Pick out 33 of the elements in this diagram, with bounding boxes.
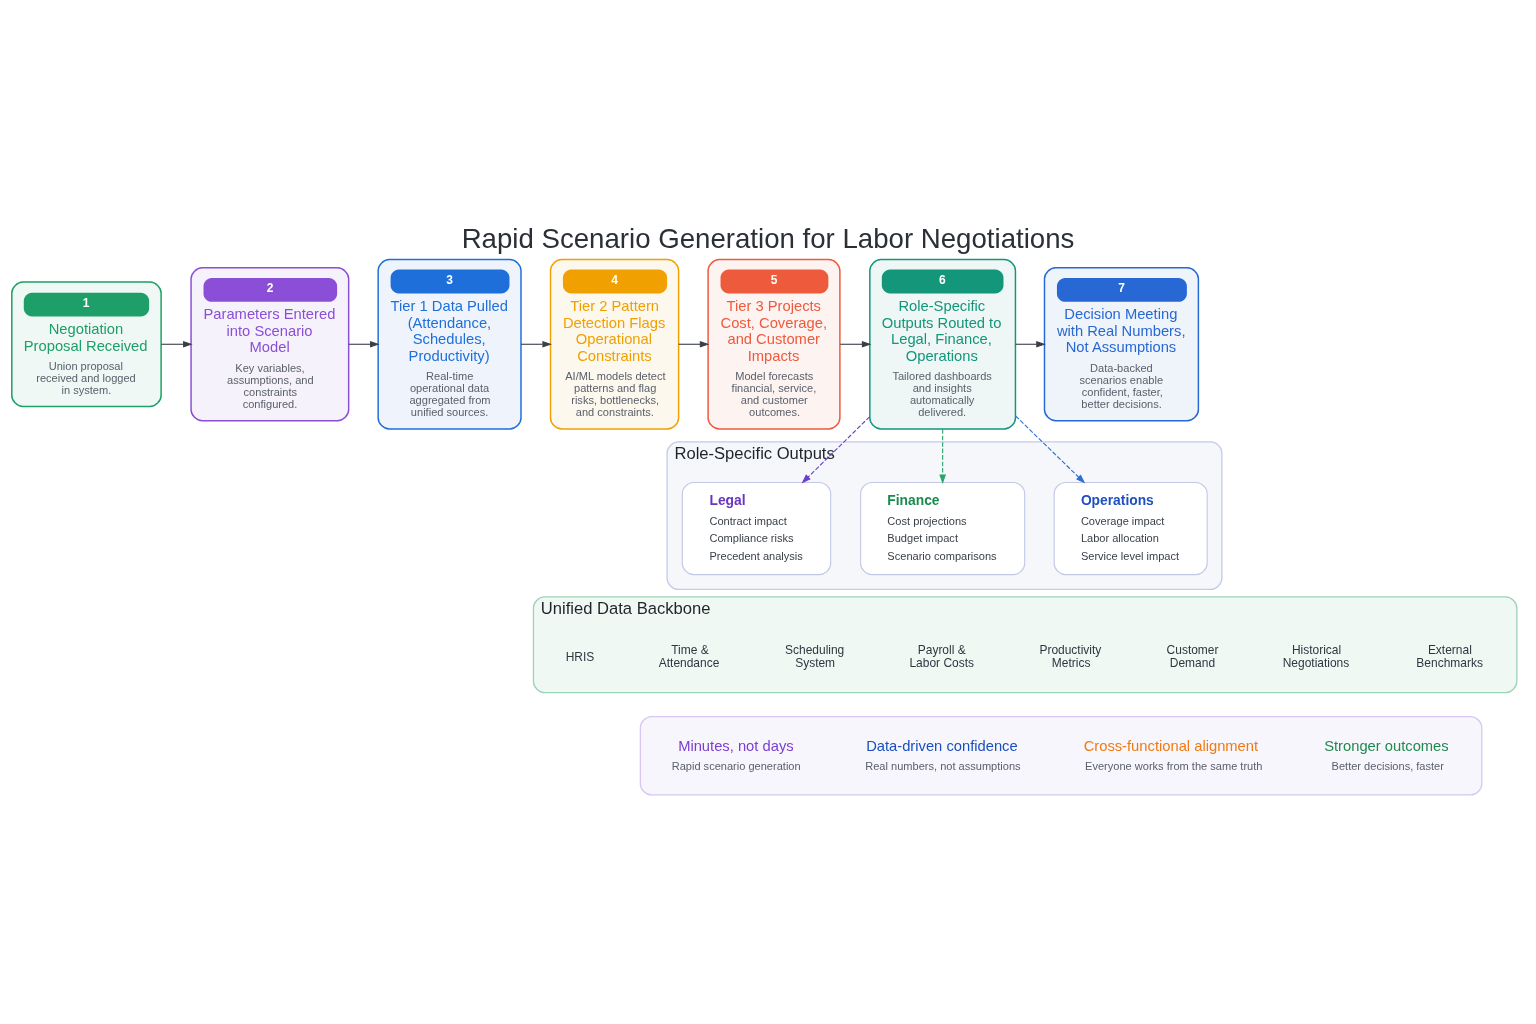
node-text: Stronger outcomes Better decisions, faster <box>1324 737 1449 773</box>
arrow <box>1015 415 1086 484</box>
node-box: 5 Tier 3 Projects Cost, Coverage, and Customer Impacts Model forecasts financial, service, and customer outcomes. <box>707 258 841 430</box>
node-box: 1 Negotiation Proposal Received Union proposal received and logged in system. <box>11 281 162 408</box>
arrow <box>1015 340 1046 348</box>
node-text: Time & Attendance <box>658 643 720 671</box>
arrow <box>939 428 946 485</box>
node-text: Productivity Metrics <box>1039 643 1102 671</box>
node-box: Operations Coverage impact Labor allocation Service level impact <box>1053 481 1208 576</box>
node-text: Cross-functional alignment Everyone works from the same truth <box>1083 737 1263 773</box>
node-text: Customer Demand <box>1166 643 1219 671</box>
node-box: Legal Contract impact Compliance risks Precedent analysis <box>681 481 832 576</box>
arrow <box>839 340 872 348</box>
arrow <box>801 416 871 484</box>
arrow <box>678 340 710 348</box>
arrow <box>520 340 552 348</box>
node-text: Data-driven confidence Real numbers, not assumptions <box>865 737 1021 773</box>
node-box: 2 Parameters Entered into Scenario Model Key variables, assumptions, and constraints configured. <box>190 267 350 422</box>
node-box: 3 Tier 1 Data Pulled (Attendance, Schedules, Productivity) Real-time operational data aggregated from unified sources. <box>377 258 522 430</box>
node-box: 7 Decision Meeting with Real Numbers, Not Assumptions Data-backed scenarios enable confident, faster, better decisions. <box>1043 267 1200 422</box>
diagram-title: Rapid Scenario Generation for Labor Negotiations <box>461 222 1075 254</box>
node-box: 4 Tier 2 Pattern Detection Flags Operational Constraints AI/ML models detect patterns and flag risks, bottlenecks, and constraints. <box>549 258 680 430</box>
node-box: 6 Role-Specific Outputs Routed to Legal, Finance, Operations Tailored dashboards and insights automatically delivered. <box>869 258 1017 430</box>
node-text: External Benchmarks <box>1416 643 1483 671</box>
cluster <box>639 715 1483 796</box>
arrow <box>160 340 193 348</box>
arrow <box>348 340 380 348</box>
node-text: Payroll & Labor Costs <box>909 643 974 671</box>
node-box: Finance Cost projections Budget impact Scenario comparisons <box>860 481 1026 576</box>
node-text: Historical Negotiations <box>1282 643 1350 671</box>
node-text: HRIS <box>565 649 595 664</box>
node-text: Minutes, not days Rapid scenario generation <box>671 737 801 773</box>
node-text: Scheduling System <box>785 643 845 671</box>
